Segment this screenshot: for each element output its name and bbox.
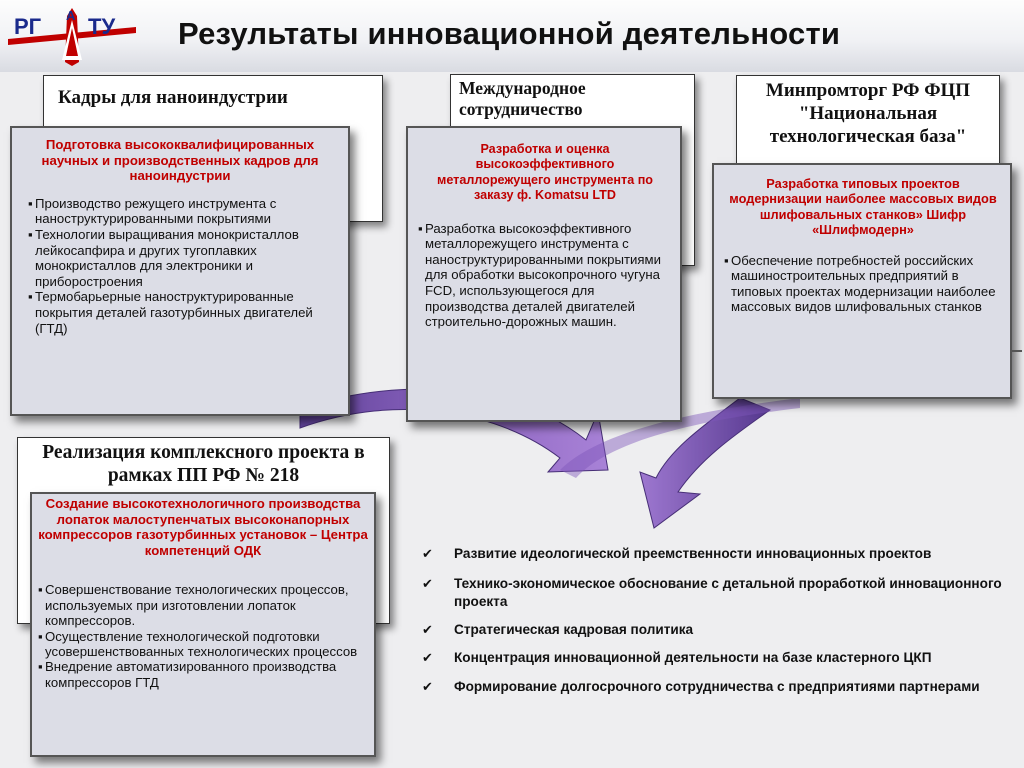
card-heading: Минпромторг РФ ФЦП "Национальная техноло… [765, 80, 971, 147]
svg-text:ТУ: ТУ [88, 14, 115, 39]
bullet-icon: ▪ [724, 252, 729, 268]
list-item: ▪Разработка высокоэффективного металлоре… [418, 220, 661, 330]
list-item: ▪Производство режущего инструмента с нан… [28, 195, 277, 227]
list-item: ▪Технологии выращивания монокристаллов л… [28, 226, 299, 289]
svg-text:РГ: РГ [14, 14, 42, 39]
card-minpromtorg: Разработка типовых проектов модернизации… [712, 163, 1012, 399]
checkmark-icon: ✔ [422, 546, 433, 561]
divider [1012, 350, 1022, 352]
list-item: ▪Осуществление технологической подготовк… [38, 628, 358, 659]
bullet-icon: ▪ [38, 628, 43, 644]
header-bar: РГ ТУ А Результаты инновационной деятель… [0, 0, 1024, 72]
svg-text:А: А [66, 8, 76, 23]
bullet-list: ▪Совершенствование технологических проце… [38, 582, 368, 690]
checklist-item: ✔Формирование долгосрочного сотрудничест… [422, 679, 980, 694]
checklist-item: ✔Развитие идеологической преемственности… [422, 546, 932, 561]
card-subtitle: Создание высокотехнологичного производст… [38, 496, 368, 558]
card-nano-personnel: Подготовка высококвалифицированных научн… [10, 126, 350, 416]
list-item: ▪Термобарьерные наноструктурированные по… [28, 289, 313, 336]
card-pp218: Создание высокотехнологичного производст… [30, 492, 376, 757]
right-arrow [639, 397, 772, 529]
slide-title: Результаты инновационной деятельности [178, 16, 841, 51]
checkmark-icon: ✔ [422, 650, 433, 665]
list-item: ▪Совершенствование технологических проце… [38, 582, 349, 629]
bullet-list: ▪Производство режущего инструмента с нан… [28, 196, 338, 336]
card-subtitle: Разработка типовых проектов модернизации… [729, 176, 997, 238]
card-heading: Кадры для наноиндустрии [58, 87, 288, 108]
center-arc [560, 398, 800, 478]
bullet-list: ▪Обеспечение потребностей российских маш… [724, 253, 1002, 315]
list-item: ▪Обеспечение потребностей российских маш… [724, 252, 996, 315]
card-heading: Международное сотрудничество [459, 78, 586, 119]
results-checklist: ✔Развитие идеологической преемственности… [422, 545, 1017, 696]
card-heading: Реализация комплексного проекта в рамках… [42, 442, 365, 486]
checklist-item: ✔Стратегическая кадровая политика [422, 622, 694, 637]
bullet-icon: ▪ [38, 659, 43, 675]
checklist-item: ✔Концентрация инновационной деятельности… [422, 650, 932, 665]
list-item: ▪Внедрение автоматизированного производс… [38, 659, 337, 690]
card-subtitle: Подготовка высококвалифицированных научн… [41, 137, 319, 184]
card-international: Разработка и оценка высокоэффективного м… [406, 126, 682, 422]
bullet-list: ▪Разработка высокоэффективного металлоре… [418, 221, 672, 330]
bullet-icon: ▪ [38, 582, 43, 598]
card-subtitle: Разработка и оценка высокоэффективного м… [437, 142, 653, 203]
bullet-icon: ▪ [28, 226, 33, 242]
bullet-icon: ▪ [418, 220, 423, 236]
checkmark-icon: ✔ [422, 679, 433, 694]
rgatu-logo: РГ ТУ А [8, 8, 136, 66]
bullet-icon: ▪ [28, 289, 33, 305]
bullet-icon: ▪ [28, 195, 33, 211]
checklist-item: ✔Технико-экономическое обоснование с дет… [422, 576, 1002, 609]
checkmark-icon: ✔ [422, 622, 433, 637]
checkmark-icon: ✔ [422, 576, 433, 591]
